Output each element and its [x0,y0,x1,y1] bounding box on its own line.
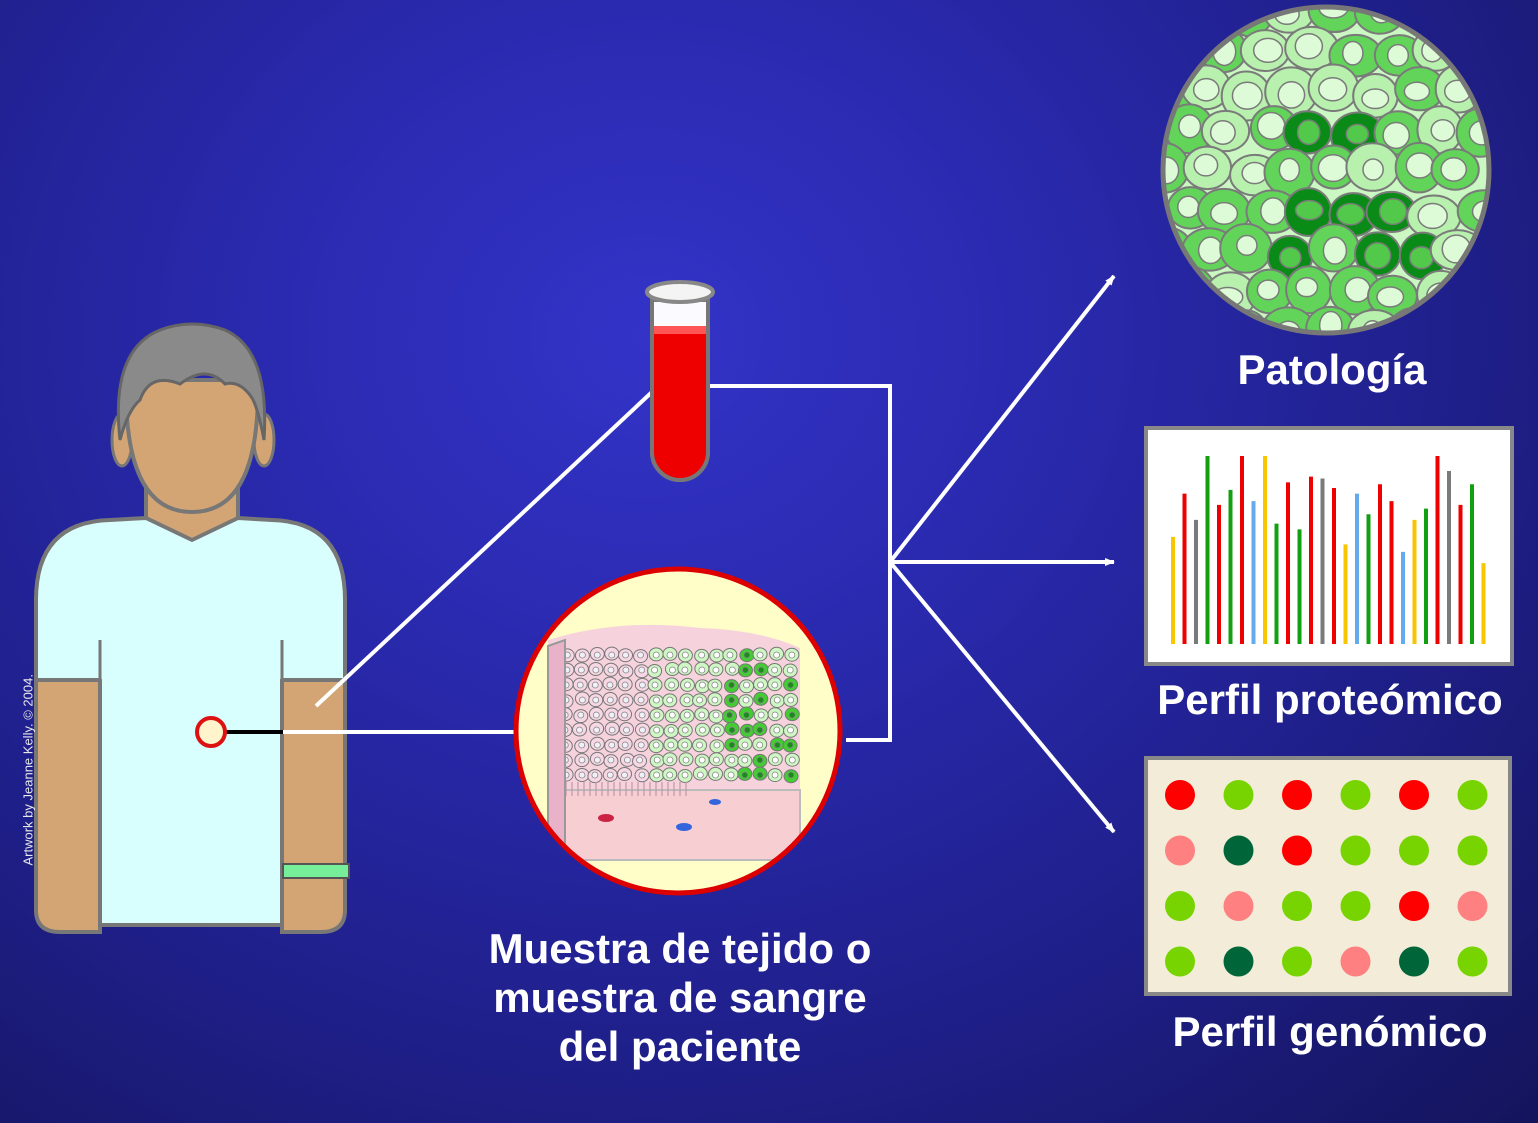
microarray-spot [1399,835,1429,866]
pathology-label: Patología [1237,346,1427,393]
head [124,378,260,515]
microarray-spot [1399,891,1429,921]
microarray-spot [1282,835,1312,866]
microarray-spot [1165,780,1195,810]
microarray-spot [1399,780,1429,810]
microarray-spot [1399,946,1429,977]
microarray-spot [1340,780,1371,810]
microarray-spot [1340,946,1371,977]
microarray-spot [1165,891,1195,921]
microarray-spot [1457,891,1488,921]
bracket-tissue [846,562,892,742]
shirt [34,516,347,927]
pathology-cells [1163,7,1489,333]
microarray-spot [1165,835,1195,866]
microarray-spot [1165,946,1195,977]
microarray-spot [1340,891,1371,921]
genomic-spots [1165,780,1488,977]
artwork-credit: Artwork by Jeanne Kelly. © 2004. [20,674,36,866]
proteomic-bars [1171,456,1486,644]
microarray-spot [1282,780,1312,810]
connector-lines [283,274,1116,834]
proteomic-profile-label: Perfil proteómico [1157,676,1503,723]
left-arm [34,596,102,934]
microarray-spot [1457,835,1488,866]
microarray-spot [1457,946,1488,977]
pathology-micrograph [1160,4,1492,336]
sample-caption: Muestra de tejido o muestra de sangre de… [488,925,872,1070]
sample-site-marker [195,716,227,748]
microarray-spot [1282,891,1312,921]
bracket-tube [708,384,892,562]
arrow-to-genomic [888,560,1116,834]
tube-rim [645,280,715,304]
microarray-spot [1223,835,1254,866]
genomic-profile-label: Perfil genómico [1172,1008,1488,1055]
microarray-spot [1223,891,1254,921]
right-arm [280,596,347,934]
tissue-sample [513,566,843,896]
blood-tube [645,280,715,482]
microarray-spot [1223,780,1254,810]
microarray-spot [1340,835,1371,866]
hair [116,322,267,441]
arrow-to-pathology [888,274,1116,564]
patient-figure [34,322,350,934]
microarray-spot [1282,946,1312,977]
genomic-panel [1144,756,1512,996]
tissue-cells [557,646,800,796]
line-arm-to-tube [314,390,654,708]
wristband [282,863,350,879]
microarray-spot [1223,946,1254,977]
proteomic-panel [1144,426,1514,666]
microarray-spot [1457,780,1488,810]
